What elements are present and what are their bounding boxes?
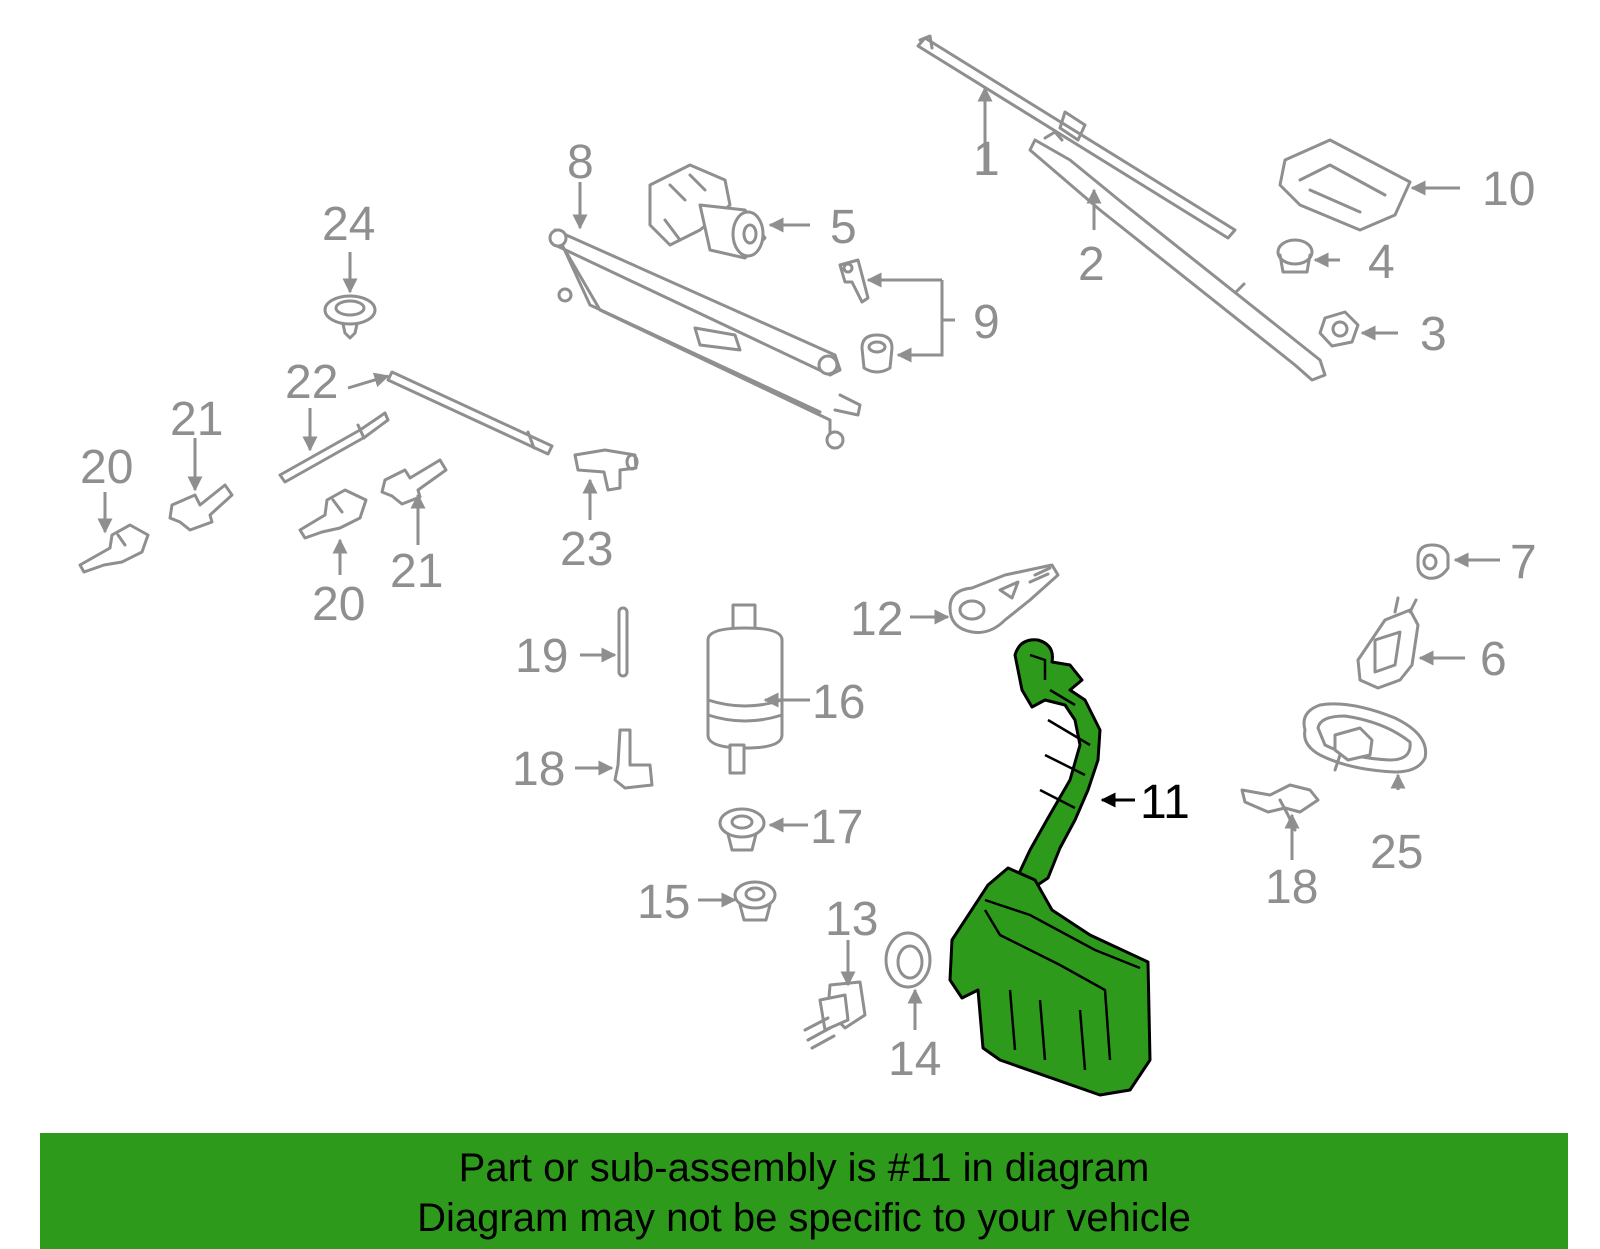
part-9-fasteners <box>838 258 894 374</box>
part-6-bracket <box>1356 596 1420 690</box>
callout-18b: 18 <box>1265 861 1318 914</box>
callout-7: 7 <box>1510 536 1537 589</box>
callout-13: 13 <box>825 893 878 946</box>
callout-21a: 21 <box>170 393 223 446</box>
part-15-grommet <box>733 880 777 922</box>
leader-22a <box>347 372 390 390</box>
part-2-wiper-arm <box>1028 130 1327 382</box>
banner-line-2: Diagram may not be specific to your vehi… <box>417 1196 1191 1240</box>
part-25-cover <box>1302 702 1428 774</box>
callout-4: 4 <box>1368 236 1395 289</box>
callout-21b: 21 <box>390 545 443 598</box>
callout-16: 16 <box>812 676 865 729</box>
callout-14: 14 <box>888 1033 941 1086</box>
part-13-sensor <box>803 980 867 1050</box>
part-17-grommet <box>718 807 766 852</box>
callout-23: 23 <box>560 523 613 576</box>
callout-20a: 20 <box>80 441 133 494</box>
callout-5: 5 <box>830 201 857 254</box>
part-24-clip <box>323 294 377 340</box>
part-10-cover <box>1278 138 1412 232</box>
part-1-wiper-blade <box>916 34 1237 240</box>
leader-9b <box>896 280 944 363</box>
callout-9: 9 <box>973 296 1000 349</box>
info-banner: Part or sub-assembly is #11 in diagram D… <box>40 1133 1568 1249</box>
callout-11: 11 <box>1140 776 1190 829</box>
callout-10: 10 <box>1482 163 1535 216</box>
part-3-nut <box>1318 310 1360 348</box>
callout-8: 8 <box>567 136 594 189</box>
callout-19: 19 <box>515 630 568 683</box>
part-8-linkage <box>548 228 862 450</box>
part-4-cap <box>1276 238 1314 274</box>
callout-1: 1 <box>973 133 1000 186</box>
callout-22: 22 <box>285 356 338 409</box>
callout-18a: 18 <box>512 743 565 796</box>
part-19-pin <box>617 606 629 678</box>
callout-15: 15 <box>637 876 690 929</box>
part-20b-nozzle <box>298 488 368 540</box>
part-12-gasket <box>948 563 1060 634</box>
callout-20b: 20 <box>312 578 365 631</box>
callout-24: 24 <box>322 198 375 251</box>
part-14-seal <box>884 931 932 989</box>
banner-line-1: Part or sub-assembly is #11 in diagram <box>458 1146 1150 1190</box>
part-5-motor <box>648 163 767 260</box>
part-7-grommet <box>1416 543 1450 580</box>
part-23-connector <box>573 448 639 492</box>
part-20a-nozzle <box>78 523 150 574</box>
part-18a-elbow <box>613 728 654 790</box>
part-11-washer-reservoir <box>948 638 1152 1097</box>
part-18b-elbow <box>1240 783 1320 832</box>
callout-25: 25 <box>1370 826 1423 879</box>
part-16-pump <box>706 603 784 775</box>
callout-6: 6 <box>1480 633 1507 686</box>
callout-2: 2 <box>1078 238 1105 291</box>
callout-12: 12 <box>850 593 903 646</box>
callout-3: 3 <box>1420 308 1447 361</box>
part-21b-connector <box>380 458 448 506</box>
callout-17: 17 <box>810 801 863 854</box>
part-21a-connector <box>168 483 234 532</box>
